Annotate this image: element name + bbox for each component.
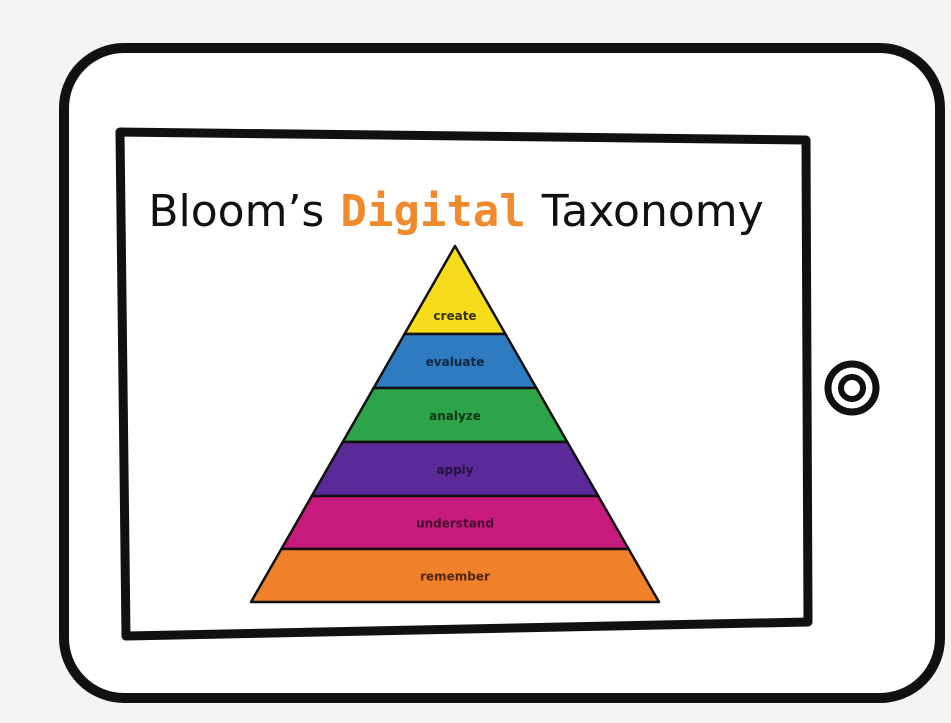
home-button-icon[interactable] xyxy=(824,360,880,416)
pyramid-label-create: create xyxy=(433,309,476,323)
title-suffix: Taxonomy xyxy=(541,186,764,237)
title-highlight: Digital xyxy=(340,186,525,237)
pyramid-label-analyze: analyze xyxy=(429,409,481,423)
page-title: Bloom’s Digital Taxonomy xyxy=(148,186,763,237)
pyramid-label-remember: remember xyxy=(420,570,490,584)
pyramid-label-apply: apply xyxy=(436,463,473,477)
pyramid-diagram: create evaluate analyze apply understand reme… xyxy=(249,244,661,604)
pyramid-label-evaluate: evaluate xyxy=(426,355,485,369)
pyramid-level-remember xyxy=(249,547,661,604)
title-prefix: Bloom’s xyxy=(148,186,324,237)
pyramid-label-understand: understand xyxy=(416,517,494,531)
